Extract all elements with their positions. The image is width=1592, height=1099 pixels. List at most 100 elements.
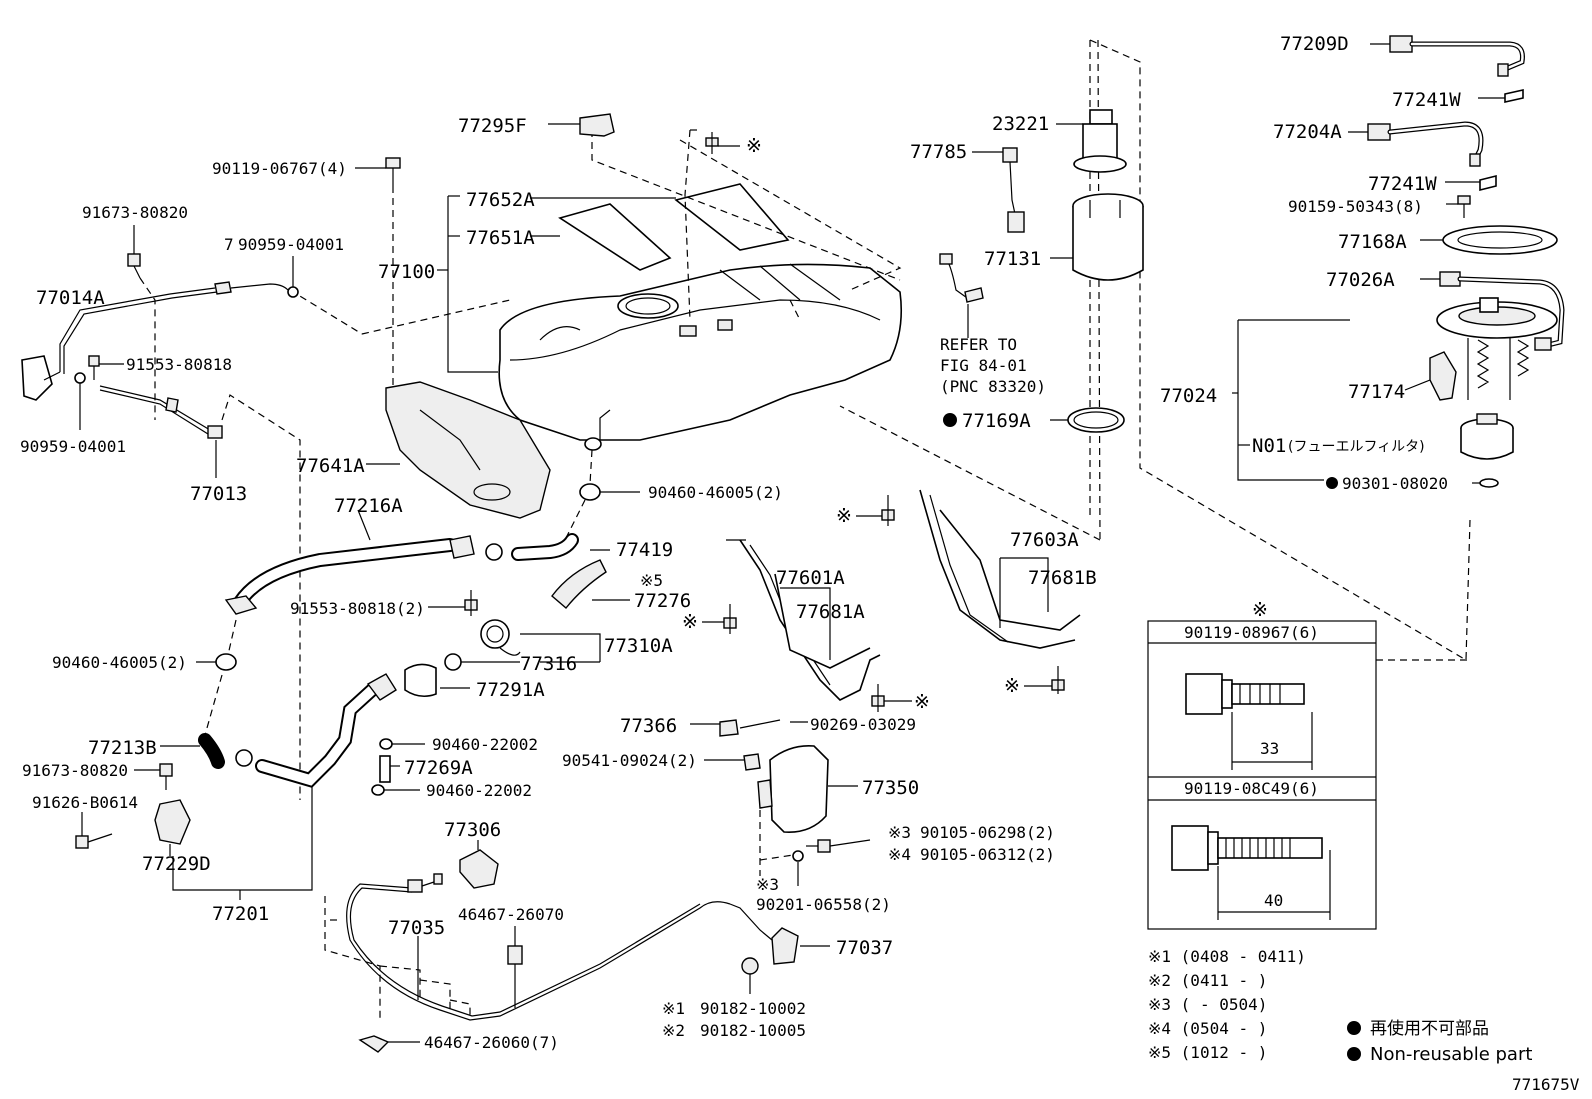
label-refer-1: REFER TO bbox=[940, 335, 1017, 354]
label-77169a: 77169A bbox=[962, 410, 1031, 432]
label-46467-26070: 46467-26070 bbox=[458, 905, 564, 924]
label-mark-top: ※ bbox=[746, 135, 762, 157]
grommet-77291a bbox=[404, 663, 437, 698]
fuel-cap-77316 bbox=[480, 619, 521, 656]
retainer-ring-77168a bbox=[1442, 225, 1558, 255]
legend-dot-jp-text: 再使用不可部品 bbox=[1370, 1018, 1489, 1039]
label-90541: 90541-09024(2) bbox=[562, 751, 697, 770]
label-refer-3: (PNC 83320) bbox=[940, 377, 1046, 396]
label-77100: 77100 bbox=[378, 261, 435, 283]
clip-46467-26060 bbox=[358, 1035, 390, 1053]
bolt-drawing-1 bbox=[1185, 673, 1313, 770]
latch-77037 bbox=[771, 927, 799, 965]
label-90182-10002: 90182-10002 bbox=[700, 999, 806, 1018]
bolt-90159 bbox=[1457, 195, 1471, 205]
bolt-90105 bbox=[806, 839, 831, 853]
label-note1-a: ※1 bbox=[662, 999, 685, 1018]
shield-77652a bbox=[674, 183, 790, 251]
clamp-77295f bbox=[579, 113, 615, 137]
label-77350: 77350 bbox=[862, 777, 919, 799]
label-90119-06767: 90119-06767(4) bbox=[212, 159, 347, 178]
label-90269: 90269-03029 bbox=[810, 715, 916, 734]
label-90105-06298: 90105-06298(2) bbox=[920, 823, 1055, 842]
hose-77269a bbox=[379, 755, 391, 783]
bolt-strap-1 bbox=[881, 495, 895, 526]
label-77131: 77131 bbox=[984, 248, 1041, 270]
label-77168a: 77168A bbox=[1338, 231, 1407, 253]
fuel-pump-23221 bbox=[1073, 109, 1127, 173]
label-90460-22002-b: 90460-22002 bbox=[426, 781, 532, 800]
bolt-91673-80820-b bbox=[159, 763, 173, 777]
label-77241w-a: 77241W bbox=[1392, 89, 1461, 111]
legend-note-3: ※3 ( - 0504) bbox=[1148, 995, 1267, 1014]
label-77601a: 77601A bbox=[776, 567, 845, 589]
clip-90959-04001-a bbox=[287, 286, 299, 298]
vent-lines-group bbox=[21, 225, 301, 800]
clip-90959-04001-b bbox=[74, 372, 86, 384]
fuel-filter-n01 bbox=[1460, 413, 1514, 460]
label-90460-46005-b: 90460-46005(2) bbox=[52, 653, 187, 672]
bolt-91673-80820-a bbox=[127, 253, 141, 267]
clamp-90460-46005-a bbox=[579, 483, 601, 501]
bolt-strap-3 bbox=[871, 684, 885, 712]
label-bolt-1-length: 33 bbox=[1260, 739, 1279, 758]
label-77652a: 77652A bbox=[466, 189, 535, 211]
connector-77204a bbox=[1367, 123, 1391, 141]
bolt-drawing-2 bbox=[1171, 825, 1331, 920]
label-90460-46005-a: 90460-46005(2) bbox=[648, 483, 783, 502]
nut-90182 bbox=[741, 957, 759, 975]
label-77295f: 77295F bbox=[458, 115, 527, 137]
label-91626: 91626-B0614 bbox=[32, 793, 138, 812]
label-77035: 77035 bbox=[388, 917, 445, 939]
label-90182-10005: 90182-10005 bbox=[700, 1021, 806, 1040]
label-77681b: 77681B bbox=[1028, 567, 1097, 589]
sender-77174 bbox=[1429, 351, 1457, 401]
label-46467-26060: 46467-26060(7) bbox=[424, 1033, 559, 1052]
clamp-90460-22002-a bbox=[379, 738, 393, 750]
label-90460-22002-a: 90460-22002 bbox=[432, 735, 538, 754]
label-77785: 77785 bbox=[910, 141, 967, 163]
label-91673-80820-b: 91673-80820 bbox=[22, 761, 128, 780]
label-77209d: 77209D bbox=[1280, 33, 1349, 55]
pump-assembly-group bbox=[1089, 35, 1565, 662]
label-90159: 90159-50343(8) bbox=[1288, 197, 1423, 216]
label-note2-a: ※2 bbox=[662, 1021, 685, 1040]
bolt-mark-top bbox=[705, 132, 719, 154]
legend-note-1: ※1 (0408 - 0411) bbox=[1148, 947, 1306, 966]
hose-77276 bbox=[551, 559, 607, 610]
label-77681a: 77681A bbox=[796, 601, 865, 623]
label-77204a: 77204A bbox=[1273, 121, 1342, 143]
bolt-strap-2 bbox=[723, 604, 737, 634]
bracket-77229d bbox=[154, 799, 191, 845]
shield-77651a bbox=[558, 203, 672, 271]
label-90959-04001-b: 90959-04001 bbox=[20, 437, 126, 456]
label-77229d: 77229D bbox=[142, 853, 211, 875]
label-n01: N01 bbox=[1252, 435, 1286, 457]
label-bolt-2-length: 40 bbox=[1264, 891, 1283, 910]
gasket-90301 bbox=[1479, 478, 1499, 488]
label-91673-80820-a: 91673-80820 bbox=[82, 203, 188, 222]
label-90201: 90201-06558(2) bbox=[756, 895, 891, 914]
pump-center-group bbox=[839, 39, 1144, 541]
washer-90201 bbox=[792, 850, 804, 862]
nonreusable-dot-90301 bbox=[1326, 477, 1338, 489]
clip-77241w-b bbox=[1479, 174, 1497, 192]
clip-46467-26070 bbox=[507, 945, 523, 965]
label-90301: 90301-08020 bbox=[1342, 474, 1448, 493]
label-77419: 77419 bbox=[616, 539, 673, 561]
label-90959-04001-prefix: 7 bbox=[224, 235, 234, 254]
label-77316: 77316 bbox=[520, 653, 577, 675]
label-77026a: 77026A bbox=[1326, 269, 1395, 291]
label-77216a: 77216A bbox=[334, 495, 403, 517]
label-77310a: 77310A bbox=[604, 635, 673, 657]
nonreusable-dot-77169a bbox=[943, 413, 957, 427]
label-bolt-box-star: ※ bbox=[1252, 599, 1268, 621]
label-91553-80818-2: 91553-80818(2) bbox=[290, 599, 425, 618]
label-77306: 77306 bbox=[444, 819, 501, 841]
bracket-77366 bbox=[719, 719, 739, 737]
connector-77026a bbox=[1439, 271, 1461, 287]
clip-90541 bbox=[743, 753, 761, 771]
label-bolt-1: 90119-08967(6) bbox=[1184, 623, 1319, 642]
bolt-reference-box bbox=[1147, 620, 1377, 930]
